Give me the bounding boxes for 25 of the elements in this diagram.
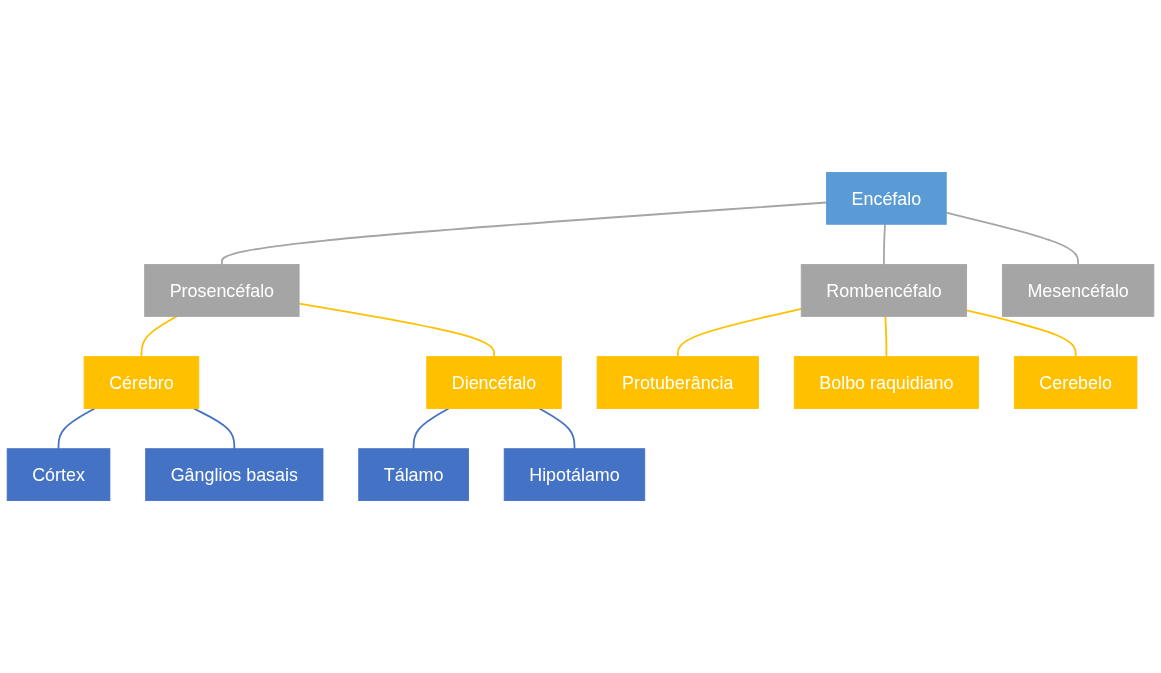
connector [884, 315, 888, 358]
node-box: Encéfalo [826, 172, 947, 225]
node-box: Tálamo [358, 448, 469, 501]
connector [140, 315, 178, 358]
node-box: Mesencéfalo [1001, 264, 1155, 317]
connector [538, 407, 576, 450]
node-box: Cerebelo [1013, 356, 1138, 409]
node-box: Cérebro [83, 356, 200, 409]
node-box: Hipotálamo [503, 448, 646, 501]
node-box: Rombencéfalo [800, 264, 968, 317]
node-box: Córtex [6, 448, 111, 501]
node-box: Protuberância [596, 356, 759, 409]
connector [57, 407, 96, 450]
connector [412, 407, 450, 450]
connector [883, 223, 886, 266]
connector [298, 302, 495, 358]
node-box: Prosencéfalo [144, 264, 300, 317]
node-box: Bolbo raquidiano [793, 356, 979, 409]
node-box: Gânglios basais [145, 448, 324, 501]
connector [192, 407, 236, 450]
connector [945, 211, 1079, 266]
connector [676, 308, 803, 358]
node-box: Diencéfalo [426, 356, 562, 409]
connector [221, 201, 828, 266]
connector [965, 309, 1077, 358]
